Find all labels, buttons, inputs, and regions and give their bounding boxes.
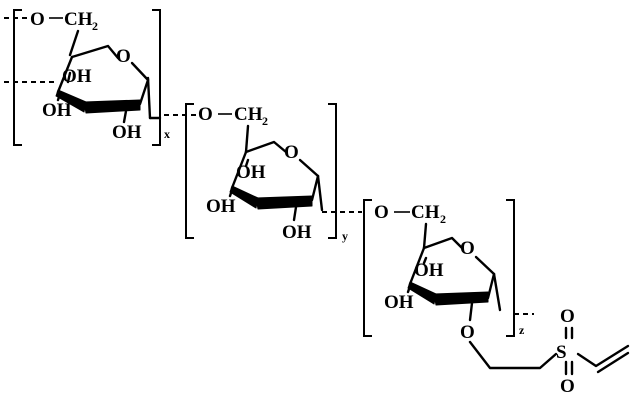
c3-oh-bond-y bbox=[228, 188, 234, 198]
oh-top-z: OH bbox=[414, 260, 444, 281]
c3-oh-bond-x bbox=[56, 92, 62, 102]
c4-o-stub-x bbox=[66, 71, 72, 84]
ch2-label-x: CH bbox=[64, 9, 93, 30]
ring-o-x: O bbox=[116, 46, 131, 67]
oh-bottom-y: OH bbox=[282, 222, 312, 243]
ring-front-wedge-left-z bbox=[407, 281, 437, 305]
open-bracket-y bbox=[185, 103, 194, 239]
ring-front-wedge-left-x bbox=[55, 89, 87, 113]
ch2-sub-y: 2 bbox=[262, 114, 268, 128]
ch2-to-c5-bond-x bbox=[68, 29, 80, 57]
vinyl-sulfone-chain: S O O bbox=[468, 306, 630, 397]
subscript-y: y bbox=[342, 229, 348, 243]
linkage-o-z: O bbox=[374, 202, 389, 223]
sulfur-label: S bbox=[556, 342, 567, 363]
c2-oh-bond-x bbox=[122, 109, 128, 124]
close-bracket-x bbox=[152, 9, 161, 146]
linkage-o-x: O bbox=[30, 9, 45, 30]
c1-down-bond-z bbox=[492, 272, 502, 312]
ring-o-c1-bond-z bbox=[474, 255, 496, 276]
ch2-to-c5-bond-y bbox=[244, 124, 250, 154]
ring-o-c1-bond-x bbox=[130, 61, 150, 82]
vinyl-double-bond bbox=[596, 351, 630, 374]
c3-oh-bond-z bbox=[406, 284, 412, 294]
o-bottom-sulfone: O bbox=[560, 376, 575, 397]
ch2-sub-z: 2 bbox=[440, 212, 446, 226]
repeat-unit-z: z O CH 2 O OH OH O bbox=[363, 199, 534, 343]
subscript-x: x bbox=[164, 127, 170, 141]
oh-left-y: OH bbox=[206, 196, 236, 217]
c1-down-bond-y bbox=[316, 174, 324, 212]
ring-upper-bonds-z bbox=[422, 236, 464, 250]
o-top-sulfone: O bbox=[560, 306, 575, 327]
ring-c1-c2-bond-z bbox=[486, 272, 496, 300]
c4-oh-bond-y bbox=[244, 158, 250, 168]
ch2-label-y: CH bbox=[234, 104, 263, 125]
linkage-o-y: O bbox=[198, 104, 213, 125]
ring-c1-c2-bond-y bbox=[310, 174, 320, 202]
ring-front-wedge-x bbox=[83, 99, 141, 114]
open-bracket-z bbox=[363, 199, 372, 337]
c2-oh-bond-y bbox=[292, 205, 298, 222]
ring-upper-bonds-y bbox=[244, 140, 288, 154]
c2-ether-bond-z bbox=[468, 301, 474, 322]
ring-front-wedge-left-y bbox=[229, 185, 259, 209]
ring-c5-c4-bond-x bbox=[56, 55, 74, 94]
c1-down-bond-x bbox=[146, 76, 152, 120]
repeat-unit-y: y O CH 2 O OH OH OH bbox=[185, 103, 348, 243]
ring-front-wedge-z bbox=[433, 291, 489, 306]
oh-bottom-x: OH bbox=[112, 122, 142, 143]
ethyl-linker-bonds bbox=[468, 340, 558, 370]
ring-upper-bonds-x bbox=[70, 44, 120, 60]
ch2-label-z: CH bbox=[411, 202, 440, 223]
c4-oh-bond-z bbox=[422, 256, 428, 265]
ether-o-z: O bbox=[460, 322, 475, 343]
close-bracket-z bbox=[506, 199, 515, 337]
ring-c5-c4-bond-z bbox=[408, 246, 426, 286]
vinyl-bonds bbox=[576, 344, 630, 368]
subscript-z: z bbox=[519, 323, 525, 337]
oh-top-x: OH bbox=[62, 66, 92, 87]
ring-o-c1-bond-y bbox=[298, 158, 320, 178]
ring-c5-c4-bond-y bbox=[230, 150, 248, 190]
ring-front-wedge-y bbox=[255, 195, 313, 210]
ring-c1-c2-bond-x bbox=[138, 78, 150, 106]
oh-left-z: OH bbox=[384, 292, 414, 313]
ring-o-y: O bbox=[284, 142, 299, 163]
ch2-sub-x: 2 bbox=[92, 19, 98, 33]
ring-o-z: O bbox=[460, 238, 475, 259]
oh-left-x: OH bbox=[42, 100, 72, 121]
ch2-to-c5-bond-z bbox=[422, 222, 428, 250]
open-bracket-x bbox=[13, 9, 22, 146]
repeat-unit-x: x O CH 2 O OH OH OH bbox=[4, 9, 170, 146]
oh-top-y: OH bbox=[236, 162, 266, 183]
close-bracket-y bbox=[328, 103, 337, 239]
